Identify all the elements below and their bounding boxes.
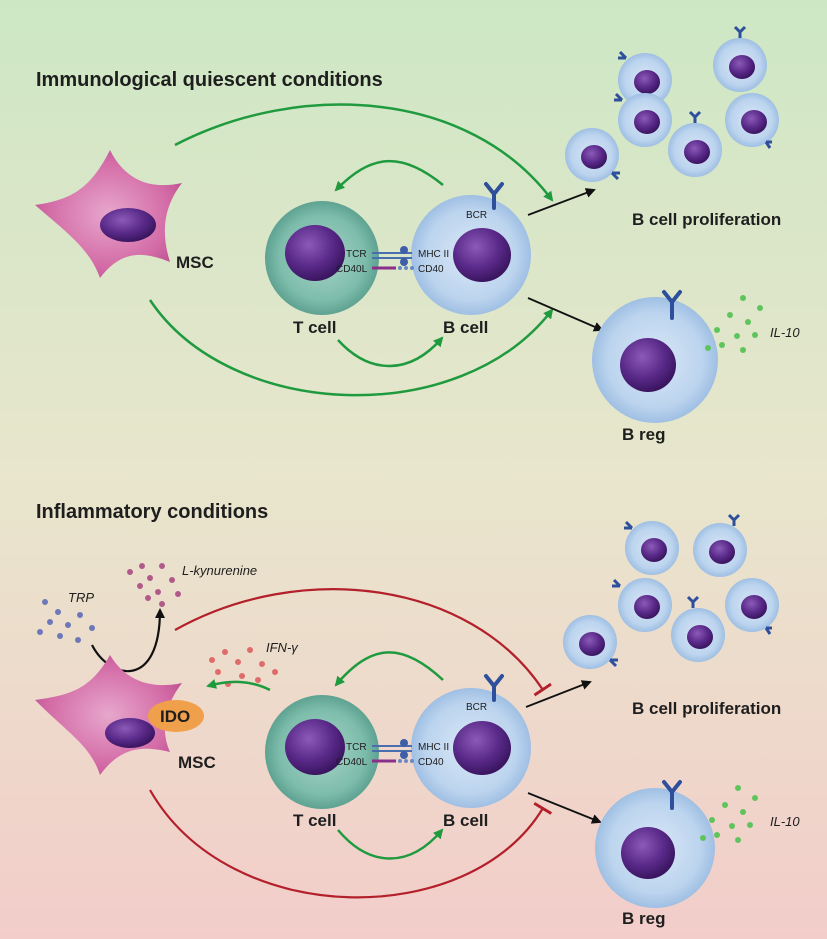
il10-dots-bottom: [700, 785, 758, 843]
bcr-receptor-icon: [484, 182, 504, 210]
b-to-t-arrow-bottom: [334, 651, 444, 687]
b-cell-bottom: [411, 674, 531, 808]
breg-label-top: B reg: [622, 425, 665, 444]
breg-cell-top: [592, 290, 718, 423]
to-proliferation-arrow-bottom: [525, 680, 592, 708]
ido-label: IDO: [160, 707, 190, 726]
b-cell-nucleus: [453, 228, 511, 282]
il10-label-top: IL-10: [770, 325, 800, 340]
ido-enzyme: [148, 700, 204, 732]
bcr-label-top: BCR: [466, 210, 487, 221]
panel-bottom-title: Inflammatory conditions: [36, 501, 268, 523]
proliferating-b-cells-bottom: [563, 513, 779, 669]
b-cell-label-bottom: B cell: [443, 811, 488, 830]
small-b-cell: [668, 110, 722, 177]
msc-label-bottom: MSC: [178, 753, 216, 772]
msc-nucleus: [100, 208, 156, 242]
to-proliferation-arrow-top: [527, 188, 596, 216]
small-b-cell: [565, 128, 620, 182]
t-cell-bottom: [265, 695, 379, 809]
small-b-cell: [612, 578, 672, 632]
il10-label-bottom: IL-10: [770, 814, 800, 829]
panel-top: Immunological quiescent conditions MSC: [35, 25, 800, 444]
tcr-label-bottom: TCR: [346, 742, 367, 753]
mhc-label-bottom: MHC II: [418, 742, 449, 753]
msc-to-breg-arrow: [148, 299, 554, 397]
ifn-to-msc-arrow: [206, 679, 271, 692]
msc-nucleus: [105, 718, 155, 748]
synapse-bottom: [372, 739, 414, 763]
msc-inhibits-proliferation: [174, 588, 552, 697]
b-cell-label-top: B cell: [443, 318, 488, 337]
kynurenine-label: L-kynurenine: [182, 563, 257, 578]
ifn-dots: [209, 647, 278, 687]
trp-dots: [37, 599, 95, 643]
panel-bottom: Inflammatory conditions TRP L-kynurenine…: [35, 501, 800, 928]
trp-label: TRP: [68, 590, 94, 605]
t-to-b-arrow-bottom: [337, 828, 444, 860]
small-b-cell: [725, 93, 779, 149]
breg-label-bottom: B reg: [622, 909, 665, 928]
bcr-label-bottom: BCR: [466, 702, 487, 713]
proliferating-b-cells-top: [565, 25, 779, 182]
synapse-top: [372, 246, 414, 270]
small-b-cell: [624, 520, 679, 575]
to-breg-arrow-bottom: [527, 792, 602, 824]
il10-dots-top: [705, 295, 763, 353]
msc-to-proliferation-arrow: [174, 103, 554, 202]
small-b-cell: [725, 578, 779, 635]
trp-to-kynurenine-arrow: [91, 608, 165, 673]
msc-label-top: MSC: [176, 253, 214, 272]
b-cell-top: [411, 182, 531, 315]
msc-cell-bottom: [35, 655, 204, 775]
tcr-label-top: TCR: [346, 249, 367, 260]
t-cell-label-top: T cell: [293, 318, 336, 337]
mhc-label-top: MHC II: [418, 249, 449, 260]
cd40l-label-bottom: CD40L: [336, 757, 368, 768]
t-cell-label-bottom: T cell: [293, 811, 336, 830]
msc-cell-top: [35, 150, 182, 278]
t-cell-nucleus: [285, 225, 345, 281]
breg-cell-bottom: [595, 780, 715, 908]
small-b-cell: [671, 595, 725, 662]
proliferation-label-top: B cell proliferation: [632, 210, 781, 229]
msc-inhibits-breg: [149, 789, 553, 899]
proliferation-label-bottom: B cell proliferation: [632, 699, 781, 718]
b-to-t-arrow-top: [334, 160, 444, 192]
small-b-cell: [618, 50, 672, 107]
small-b-cell: [563, 615, 618, 669]
panel-top-title: Immunological quiescent conditions: [36, 69, 383, 91]
to-breg-arrow-top: [527, 297, 604, 332]
cd40l-label-top: CD40L: [336, 264, 368, 275]
small-b-cell: [713, 25, 767, 92]
small-b-cell: [693, 513, 747, 577]
cd40-label-bottom: CD40: [418, 757, 444, 768]
t-cell-top: [265, 201, 379, 315]
kynurenine-dots: [127, 563, 181, 607]
t-to-b-arrow-top: [337, 336, 444, 368]
small-b-cell: [614, 92, 672, 147]
cd40-label-top: CD40: [418, 264, 444, 275]
ifn-label: IFN-γ: [266, 640, 299, 655]
